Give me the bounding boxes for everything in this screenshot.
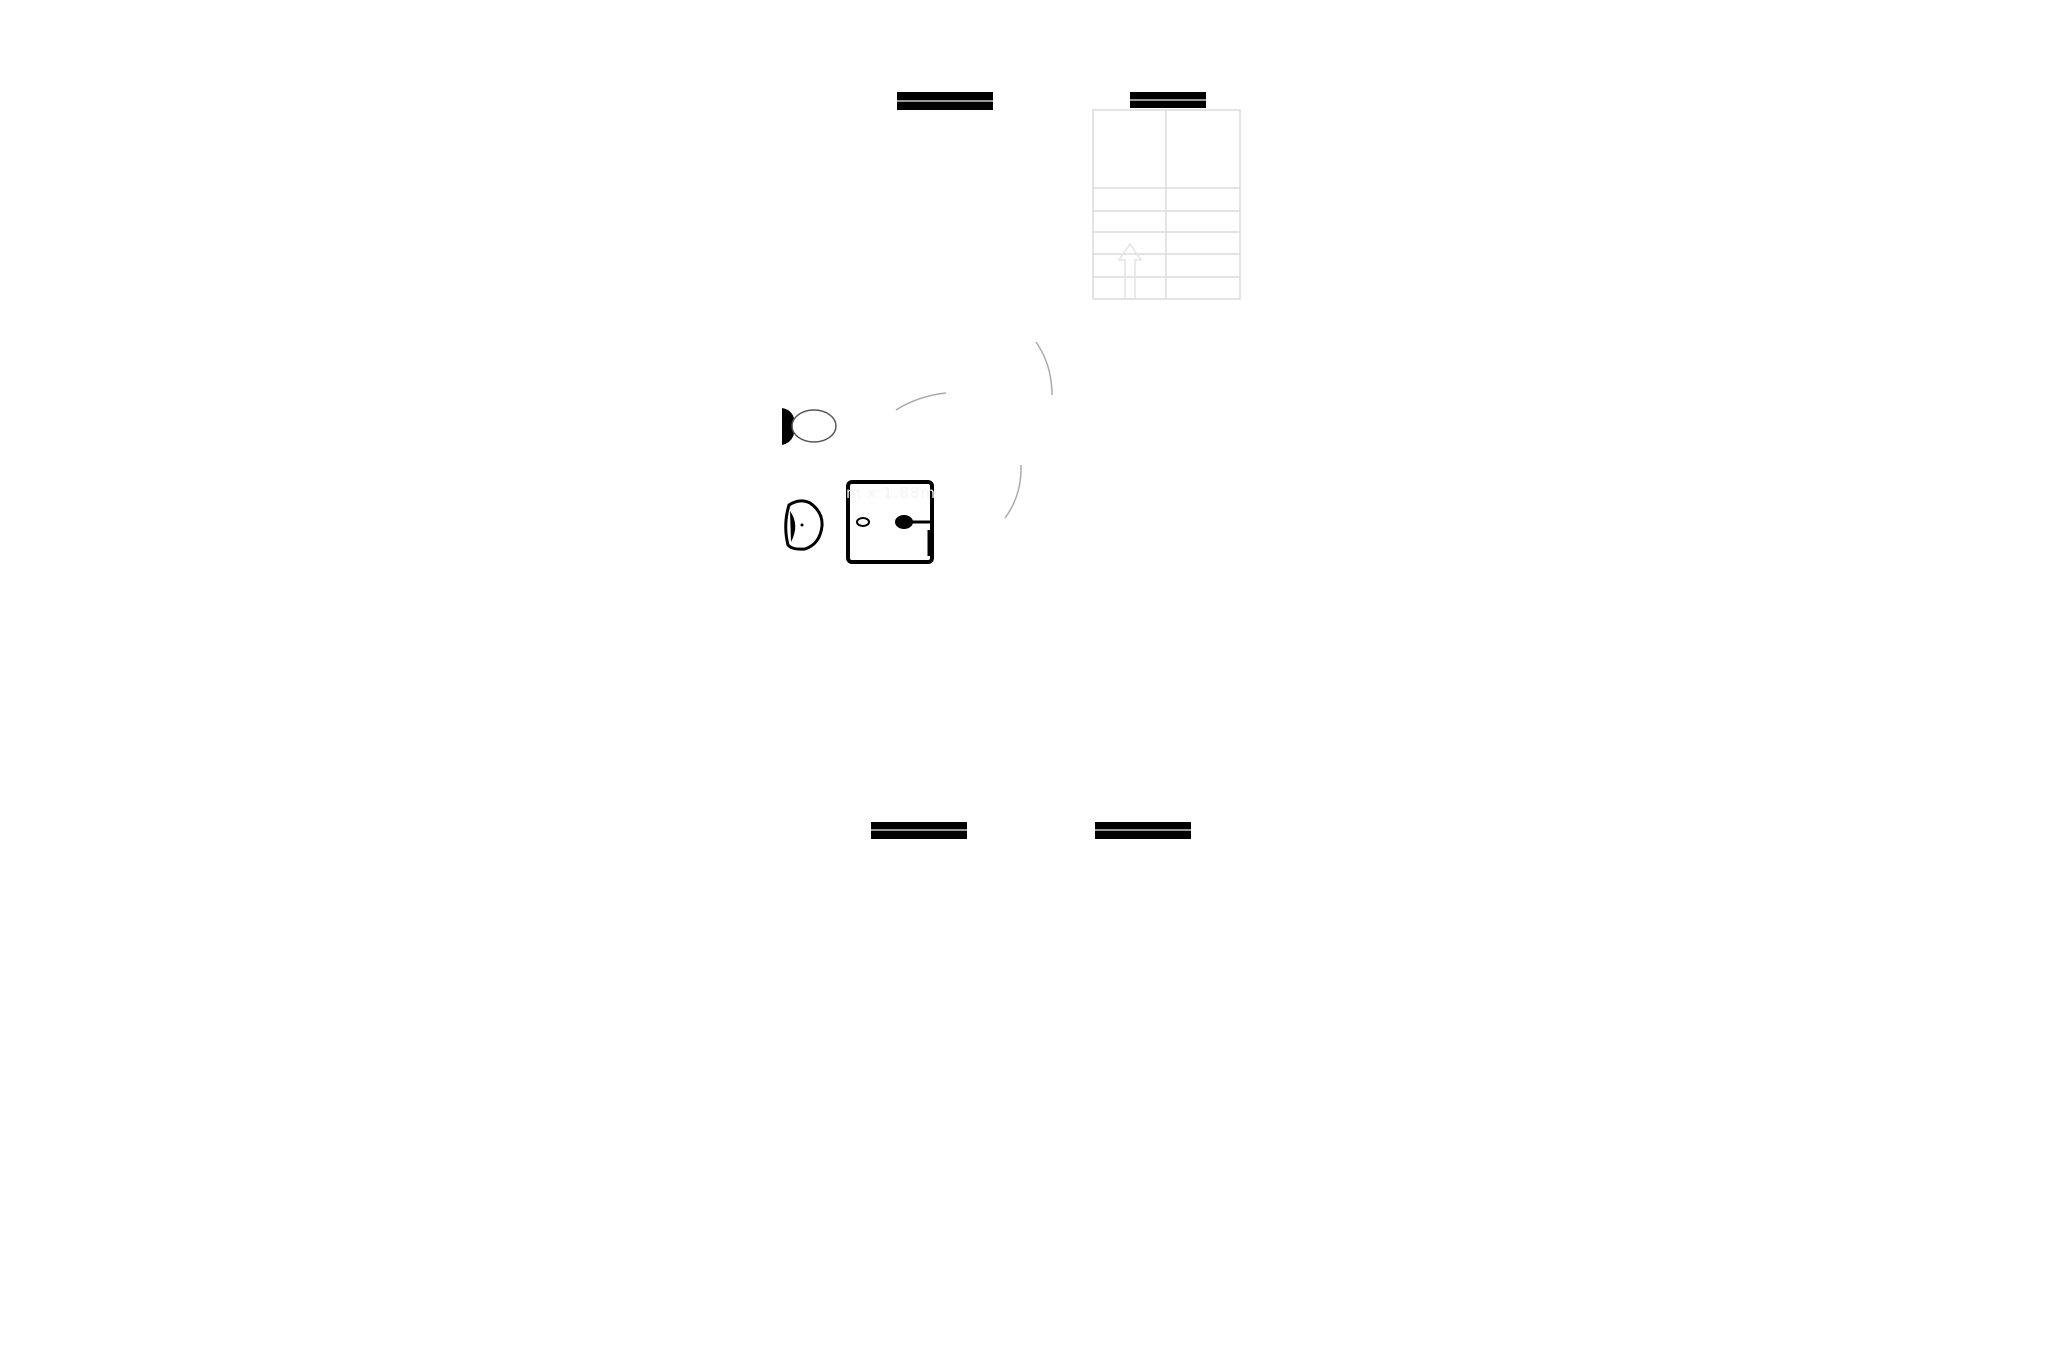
window-bottom-left: [871, 822, 967, 839]
staircase: [1092, 109, 1241, 300]
window-bottom-right: [1095, 822, 1191, 839]
toilet-icon: [782, 408, 837, 445]
stair-arrow-icon: [1117, 242, 1143, 299]
shower-head-icon: [895, 515, 913, 529]
door-swings: [895, 341, 1053, 519]
sink-icon: [784, 499, 824, 551]
drain-icon: [856, 517, 870, 527]
window-top-left: [897, 92, 993, 110]
window-top-right: [1130, 92, 1206, 108]
shower: [846, 480, 934, 564]
shower-dimension-label: m x 1.88m: [846, 484, 937, 502]
